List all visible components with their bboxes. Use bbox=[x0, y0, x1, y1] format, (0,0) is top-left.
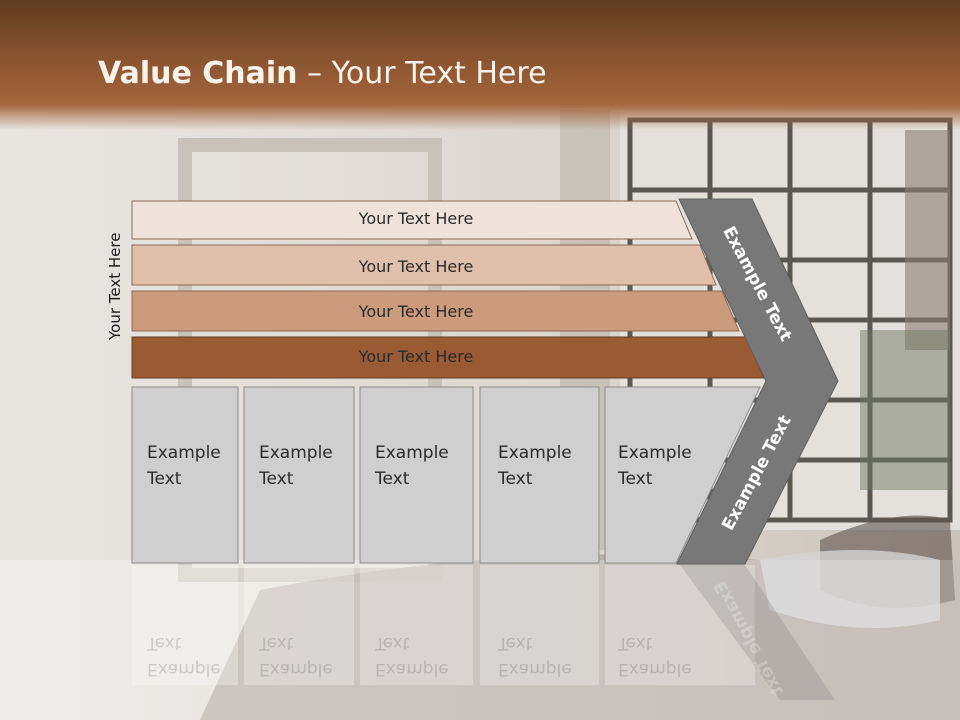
box-2-reflection-line1: Example bbox=[259, 659, 333, 679]
box-4-reflection-line1: Example bbox=[498, 659, 572, 679]
box-5-line2: Text bbox=[618, 469, 653, 489]
box-5-reflection-line1: Example bbox=[618, 659, 692, 679]
box-2-line1: Example bbox=[259, 443, 333, 463]
box-3-reflection: Example Text bbox=[375, 630, 475, 682]
box-1-reflection-line1: Example bbox=[147, 659, 221, 679]
box-3-line2: Text bbox=[375, 469, 410, 489]
box-4 bbox=[479, 386, 600, 564]
box-3 bbox=[359, 386, 474, 564]
box-2 bbox=[243, 386, 355, 564]
box-5-reflection: Example Text bbox=[618, 630, 718, 682]
bar-3-label: Your Text Here bbox=[358, 302, 474, 321]
box-3-line1: Example bbox=[375, 443, 449, 463]
box-4-reflection: Example Text bbox=[498, 630, 598, 682]
bar-4-label: Your Text Here bbox=[358, 347, 474, 366]
box-4-line2: Text bbox=[498, 469, 533, 489]
box-2-reflection: Example Text bbox=[259, 630, 359, 682]
box-5-reflection-line2: Text bbox=[618, 633, 653, 653]
box-2-reflection-line2: Text bbox=[259, 633, 294, 653]
bar-1-label: Your Text Here bbox=[358, 209, 474, 228]
bar-1 bbox=[131, 200, 693, 240]
box-1-reflection-line2: Text bbox=[147, 633, 182, 653]
page-title: Value Chain – Your Text Here bbox=[98, 56, 547, 91]
chevron-arrow bbox=[676, 198, 839, 565]
bar-2-label: Your Text Here bbox=[358, 257, 474, 276]
bar-4 bbox=[131, 336, 765, 379]
box-4-reflection-line2: Text bbox=[498, 633, 533, 653]
bar-3 bbox=[131, 290, 740, 332]
title-bold: Value Chain bbox=[98, 56, 298, 91]
box-1-reflection: Example Text bbox=[147, 630, 247, 682]
box-1 bbox=[131, 386, 239, 564]
box-5 bbox=[604, 386, 761, 564]
box-2-line2: Text bbox=[259, 469, 294, 489]
box-3-reflection-line1: Example bbox=[375, 659, 449, 679]
header-bar bbox=[0, 0, 960, 130]
title-rest: – Your Text Here bbox=[297, 56, 547, 91]
box-1-line1: Example bbox=[147, 443, 221, 463]
box-4-line1: Example bbox=[498, 443, 572, 463]
box-5-line1: Example bbox=[618, 443, 692, 463]
bar-2 bbox=[131, 244, 717, 286]
box-1-line2: Text bbox=[147, 469, 182, 489]
box-3-reflection-line2: Text bbox=[375, 633, 410, 653]
